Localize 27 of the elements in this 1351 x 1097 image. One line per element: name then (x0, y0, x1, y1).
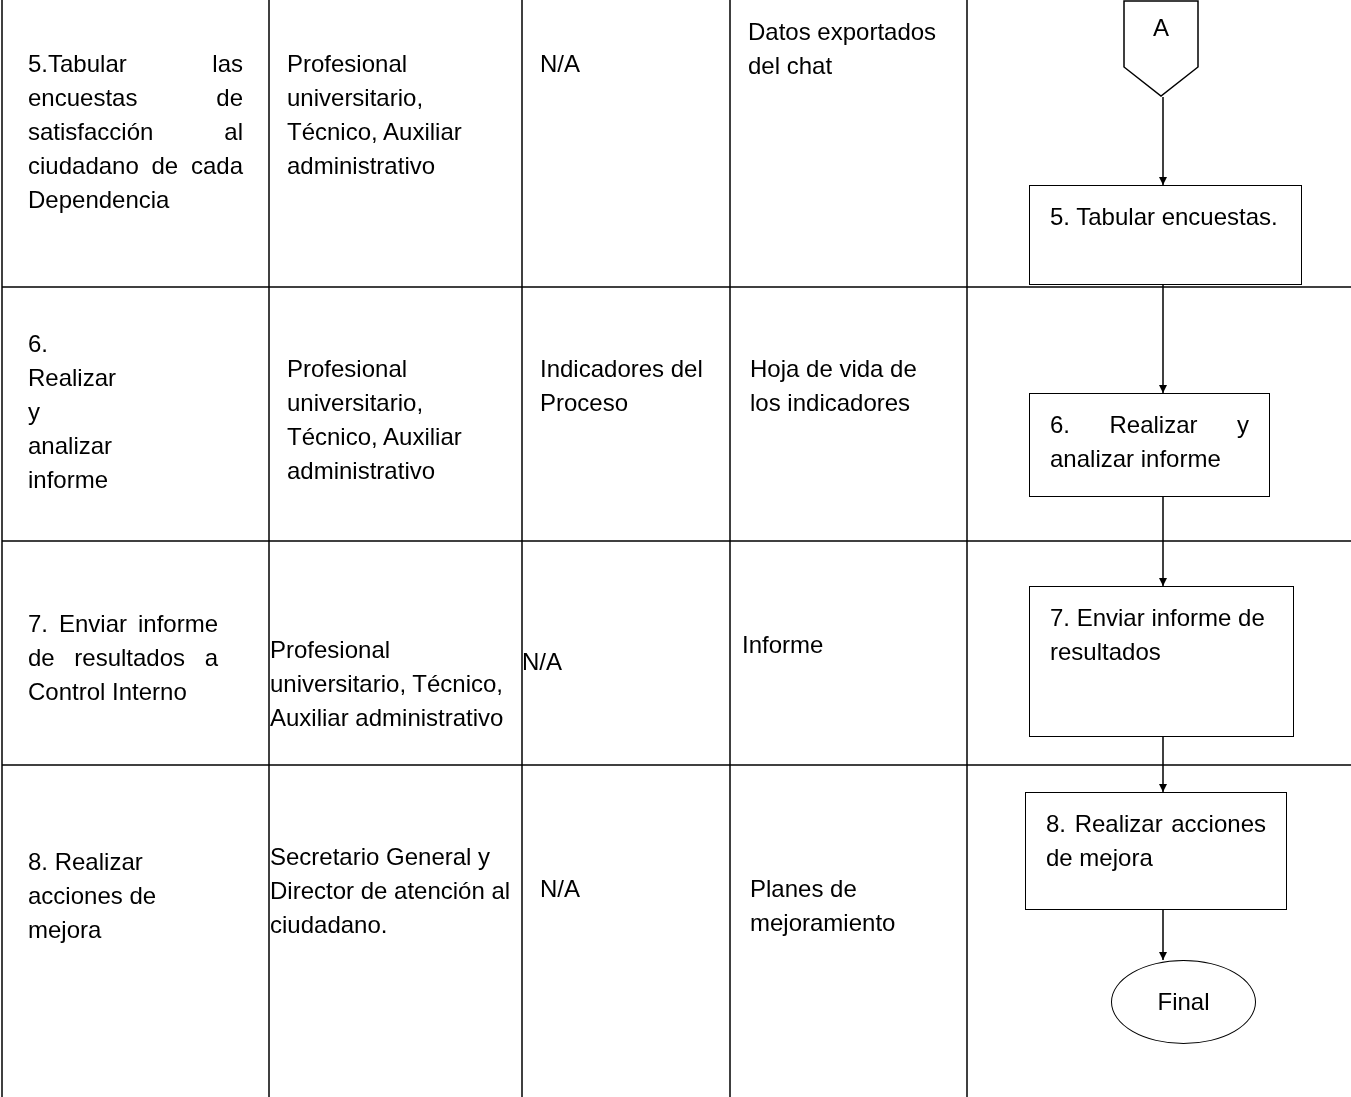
table-cell-text: N/A (540, 49, 581, 79)
table-cell-text: Informe (742, 630, 825, 660)
table-cell-text: Indicadores del Proceso (540, 354, 704, 418)
process-box: 5. Tabular encuestas. (1029, 185, 1302, 285)
table-cell-text: 6. Realizar y analizar informe (28, 329, 118, 495)
table-cell-text: Planes de mejoramiento (750, 874, 897, 938)
process-box: 7. Enviar informe de resultados (1029, 586, 1294, 737)
table-cell-text: Secretario General y Director de atención al ciudadano. (270, 842, 512, 940)
table-cell-text: 8. Realizar acciones de mejora (28, 847, 158, 945)
table-cell-text: Datos exportados del chat (748, 17, 938, 81)
table-cell-text: N/A (522, 647, 563, 677)
table-cell-text: 5.Tabular las encuestas de satisfacción al ciudadano de cada Dependencia (28, 49, 243, 215)
table-cell-text: Profesional universitario, Técnico, Auxiliar administrativo (270, 635, 505, 733)
process-box: 8. Realizar acciones de mejora (1025, 792, 1287, 910)
table-cell-text: N/A (540, 874, 581, 904)
arrow (1159, 284, 1167, 394)
table-cell-text: Hoja de vida de los indicadores (750, 354, 918, 418)
process-box: 6. Realizar y analizar informe (1029, 393, 1270, 497)
arrow (1159, 909, 1167, 961)
table-cell-text: 7. Enviar informe de resultados a Control Interno (28, 609, 218, 707)
arrow (1159, 496, 1167, 587)
arrow (1159, 96, 1167, 186)
off-page-connector: A (1123, 0, 1199, 97)
terminal-ellipse: Final (1111, 960, 1256, 1044)
table-cell-text: Profesional universitario, Técnico, Auxiliar administrativo (287, 49, 463, 181)
arrow (1159, 736, 1167, 793)
table-cell-text: Profesional universitario, Técnico, Auxiliar administrativo (287, 354, 463, 486)
